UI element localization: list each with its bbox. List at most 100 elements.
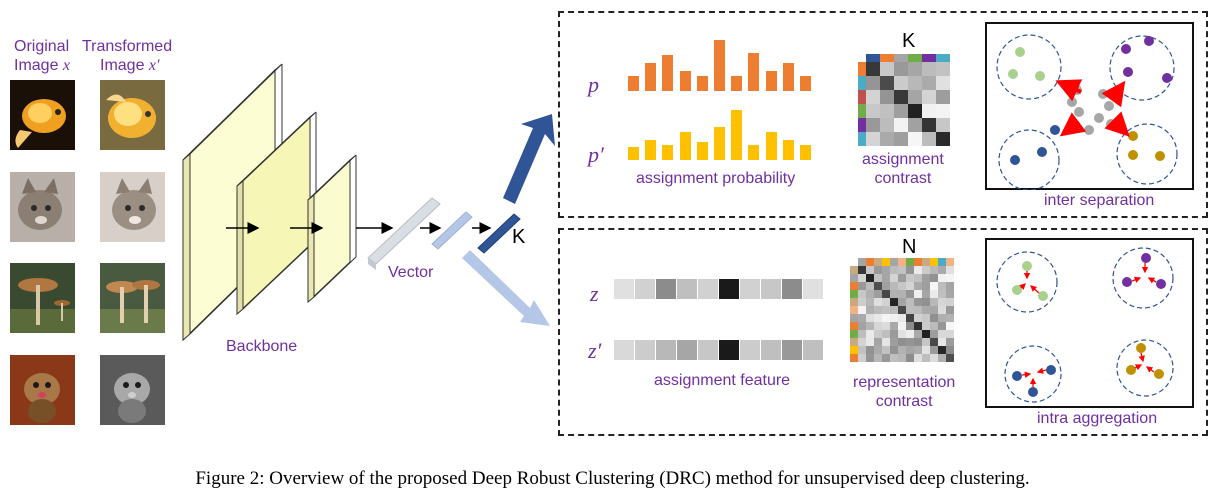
n-matrix-cell (882, 330, 890, 338)
n-matrix-cell (930, 274, 938, 282)
n-matrix-cell (906, 266, 914, 274)
n-matrix-cell (946, 282, 954, 290)
pp-bars-bar (662, 145, 674, 160)
n-matrix-cell (890, 322, 898, 330)
k-matrix-cell (894, 90, 908, 104)
n-matrix-cell (906, 282, 914, 290)
n-matrix-cell (922, 314, 930, 322)
k-matrix-cell (922, 132, 936, 146)
backbone-diagram (182, 63, 555, 342)
z-row-cell (614, 279, 634, 299)
p-bars-bar (765, 71, 777, 91)
p-bars-bar (782, 63, 794, 91)
pp-bars-bar (800, 145, 811, 160)
n-matrix-cell (930, 290, 938, 298)
n-matrix-cell (866, 290, 874, 298)
n-matrix-cell (922, 266, 930, 274)
n-matrix-cell (946, 354, 954, 362)
n-matrix-cell (922, 346, 930, 354)
n-matrix-cell (930, 306, 938, 314)
z-prime-feature-row (614, 340, 824, 362)
n-matrix-cell (890, 346, 898, 354)
k-matrix-cell (922, 104, 936, 118)
n-matrix-cell (866, 282, 874, 290)
zp-row-cell (761, 340, 781, 360)
dog-image-original (10, 355, 75, 425)
n-matrix-cell (874, 290, 882, 298)
n-matrix-cell (938, 314, 946, 322)
k-matrix-cell (908, 132, 922, 146)
n-contrast-matrix (850, 258, 954, 368)
n-matrix-cell (930, 266, 938, 274)
pp-bars-bar (782, 140, 794, 160)
n-matrix-cell (914, 290, 922, 298)
p-bars-bar (731, 76, 743, 91)
n-matrix-header-cell (874, 258, 882, 266)
n-matrix-cell (866, 298, 874, 306)
k-matrix-cell (880, 76, 894, 90)
light-vector-bar (431, 211, 473, 250)
n-matrix-cell (858, 274, 866, 282)
n-matrix-cell (866, 306, 874, 314)
assignment-probability-panel (558, 11, 1208, 218)
original-image-label: Original Image x (14, 38, 71, 74)
n-matrix-cell (858, 338, 866, 346)
zp-row-cell (719, 340, 739, 360)
n-matrix-cell (938, 298, 946, 306)
mushroom-image-original (10, 263, 75, 333)
n-matrix-cell (906, 354, 914, 362)
k-matrix-side-cell (858, 132, 866, 146)
z-prime-symbol: z′ (588, 338, 602, 363)
n-matrix-cell (898, 290, 906, 298)
backbone-layer-3 (307, 154, 357, 304)
n-matrix-side-cell (850, 266, 858, 274)
n-matrix-cell (874, 306, 882, 314)
k-matrix-header-cell (894, 54, 908, 62)
n-matrix-cell (938, 346, 946, 354)
n-matrix-header-cell (922, 258, 930, 266)
assignment-feature-panel (558, 228, 1208, 436)
n-matrix-cell (890, 282, 898, 290)
n-matrix-cell (858, 306, 866, 314)
zp-row-cell (677, 340, 697, 360)
vector-bar (367, 197, 441, 270)
n-matrix-cell (922, 322, 930, 330)
n-matrix-cell (898, 354, 906, 362)
zp-row-cell (782, 340, 802, 360)
n-matrix-cell (858, 354, 866, 362)
n-matrix-cell (906, 322, 914, 330)
k-matrix-cell (880, 62, 894, 76)
k-matrix-side-cell (858, 104, 866, 118)
k-matrix-cell (936, 76, 950, 90)
k-matrix-cell (908, 104, 922, 118)
n-matrix-cell (882, 322, 890, 330)
p-bars-bar (679, 71, 691, 91)
n-matrix-cell (922, 298, 930, 306)
n-matrix-cell (866, 346, 874, 354)
n-matrix-header-cell (906, 258, 914, 266)
n-matrix-cell (898, 322, 906, 330)
n-matrix-cell (890, 306, 898, 314)
n-matrix-header-cell (914, 258, 922, 266)
zp-row-cell (656, 340, 676, 360)
n-matrix-cell (922, 354, 930, 362)
p-prime-symbol: p′ (588, 142, 604, 167)
k-matrix-cell (894, 104, 908, 118)
assignment-feature-label: assignment feature (654, 372, 791, 389)
n-matrix-cell (946, 274, 954, 282)
n-matrix-cell (906, 338, 914, 346)
n-matrix-cell (914, 306, 922, 314)
n-matrix-cell (914, 322, 922, 330)
n-matrix-cell (874, 322, 882, 330)
k-matrix-cell (894, 76, 908, 90)
k-matrix-cell (922, 62, 936, 76)
n-matrix-header-cell (882, 258, 890, 266)
n-matrix-side-cell (850, 346, 858, 354)
p-bars-bar (645, 63, 657, 91)
k-matrix-cell (922, 90, 936, 104)
p-bars-bar (696, 76, 708, 91)
inter-separation-label: inter separation (1044, 192, 1155, 209)
k-matrix-cell (866, 76, 880, 90)
n-matrix-side-cell (850, 306, 858, 314)
n-matrix-cell (922, 290, 930, 298)
